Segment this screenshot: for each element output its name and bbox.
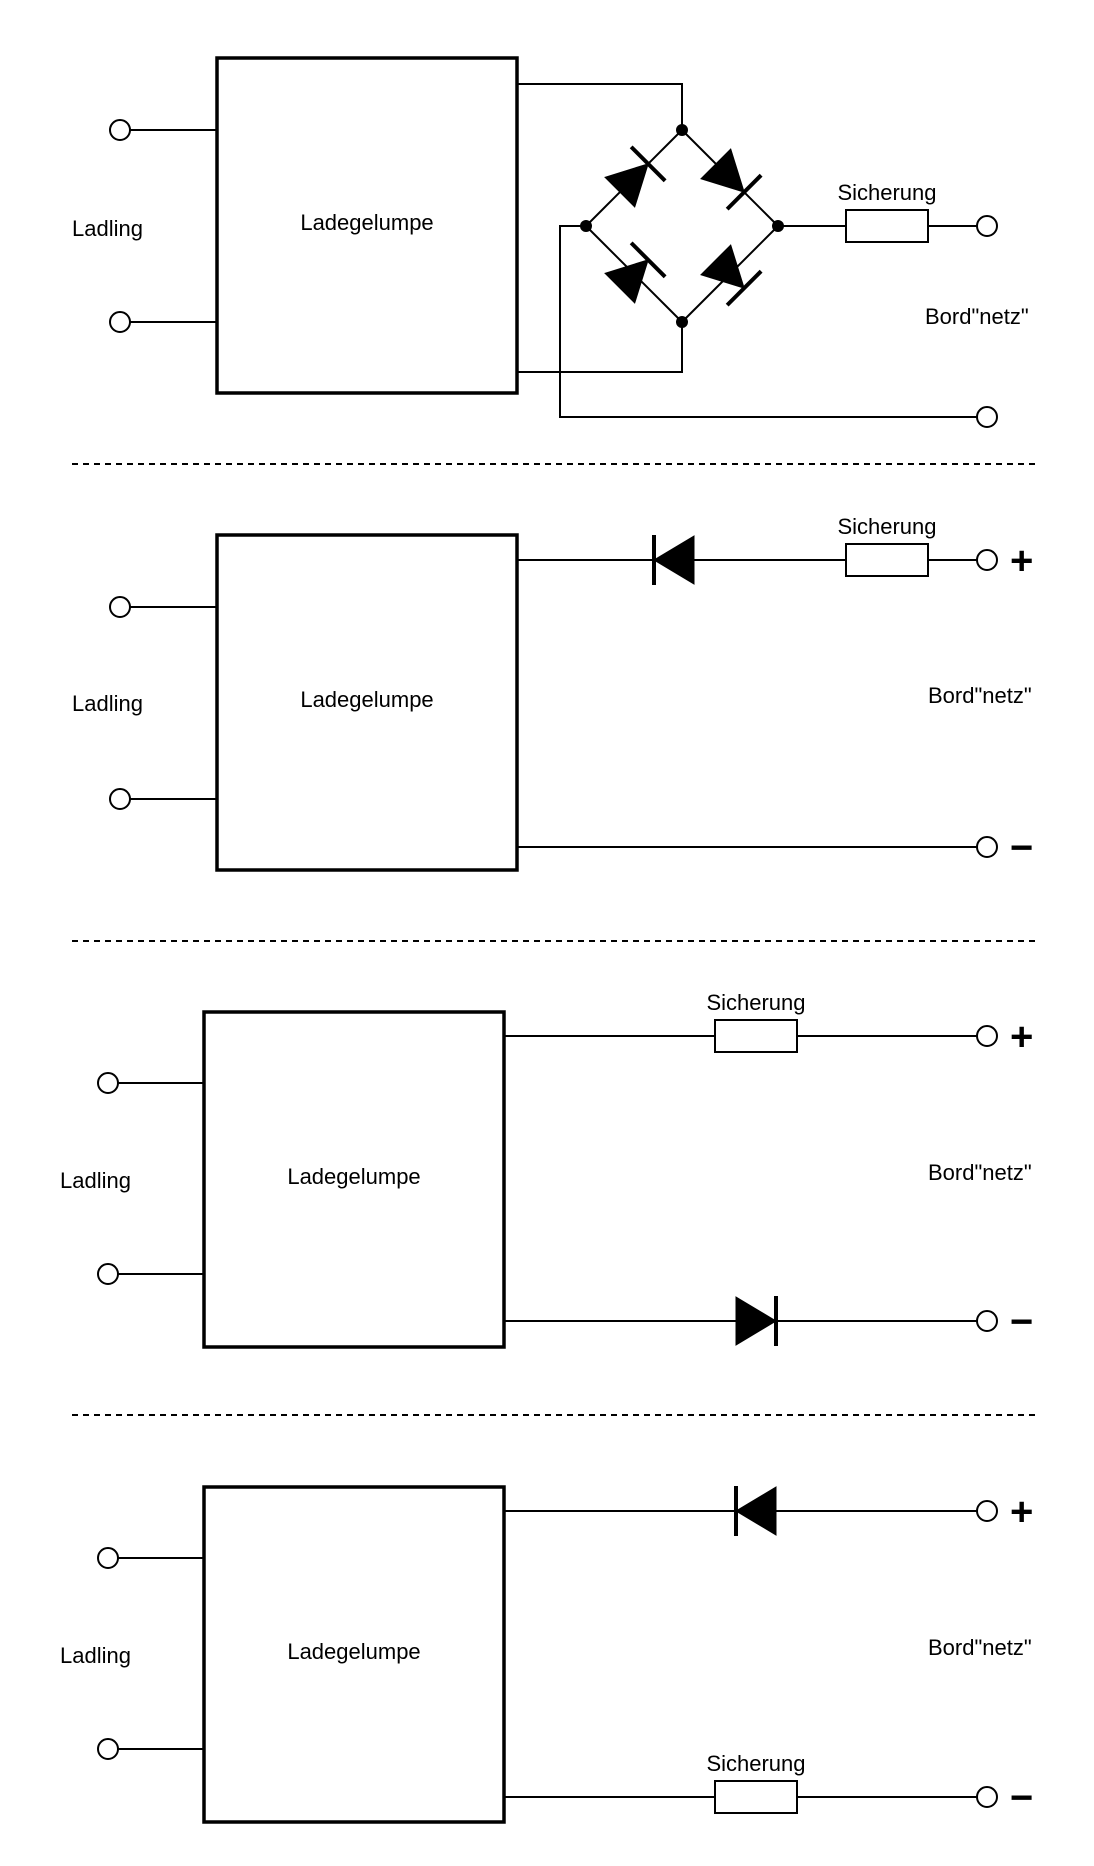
diode-lower-right xyxy=(700,244,763,307)
input-terminal-bottom xyxy=(109,311,131,333)
fuse xyxy=(714,1780,798,1814)
fuse-label: Sicherung xyxy=(706,990,805,1015)
output-terminal-plus xyxy=(976,1500,998,1522)
input-terminal-bottom xyxy=(97,1738,119,1760)
plus-sign: + xyxy=(1010,539,1033,583)
junction-dot-top xyxy=(676,124,688,136)
fuse xyxy=(845,543,929,577)
charger-box xyxy=(202,1485,506,1824)
output-terminal-plus xyxy=(976,215,998,237)
panel-diode-plus: Ladegelumpe Ladling Sicherung + − Bord"n… xyxy=(72,514,1033,872)
charger-box-label: Ladegelumpe xyxy=(300,210,433,235)
panel-diode-minus: Ladegelumpe Ladling Sicherung + − Bord"n… xyxy=(60,990,1033,1349)
input-label: Ladling xyxy=(72,691,143,716)
input-terminal-top xyxy=(109,119,131,141)
input-label: Ladling xyxy=(60,1168,131,1193)
output-label: Bord"netz" xyxy=(925,304,1029,329)
charger-box-label: Ladegelumpe xyxy=(287,1639,420,1664)
panel-diode-plus-fuse-minus: Ladegelumpe Ladling + Sicherung − Bord"n… xyxy=(60,1485,1033,1824)
input-terminal-top xyxy=(97,1072,119,1094)
charger-box xyxy=(202,1010,506,1349)
junction-dot-bottom xyxy=(676,316,688,328)
fuse-label: Sicherung xyxy=(706,1751,805,1776)
input-terminal-bottom xyxy=(97,1263,119,1285)
diode-upper-left xyxy=(604,145,667,208)
bridge-wire-top xyxy=(517,83,683,130)
charger-box xyxy=(215,56,519,395)
output-terminal-minus xyxy=(976,1786,998,1808)
fuse-label: Sicherung xyxy=(837,180,936,205)
charger-box-label: Ladegelumpe xyxy=(300,687,433,712)
fuse xyxy=(714,1019,798,1053)
input-terminal-bottom xyxy=(109,788,131,810)
panel-bridge-rectifier: Ladegelumpe Ladling xyxy=(72,56,1029,428)
output-terminal-plus xyxy=(976,1025,998,1047)
diode-plus-line xyxy=(652,535,695,585)
input-label: Ladling xyxy=(60,1643,131,1668)
minus-sign: − xyxy=(1010,1300,1033,1344)
fuse xyxy=(845,209,929,243)
output-label: Bord"netz" xyxy=(928,1160,1032,1185)
output-terminal-minus xyxy=(976,836,998,858)
diode-plus-line xyxy=(734,1486,777,1536)
input-label: Ladling xyxy=(72,216,143,241)
output-minus-wire xyxy=(559,225,977,418)
output-label: Bord"netz" xyxy=(928,683,1032,708)
minus-sign: − xyxy=(1010,1776,1033,1820)
plus-sign: + xyxy=(1010,1490,1033,1534)
input-terminal-top xyxy=(97,1547,119,1569)
output-terminal-plus xyxy=(976,549,998,571)
output-terminal-minus xyxy=(976,406,998,428)
charger-box xyxy=(215,533,519,872)
fuse-label: Sicherung xyxy=(837,514,936,539)
minus-sign: − xyxy=(1010,826,1033,870)
diode-minus-line xyxy=(735,1296,778,1346)
plus-sign: + xyxy=(1010,1015,1033,1059)
output-label: Bord"netz" xyxy=(928,1635,1032,1660)
diode-lower-left xyxy=(604,241,667,304)
bridge-wire-bottom xyxy=(517,322,683,373)
output-terminal-minus xyxy=(976,1310,998,1332)
diode-upper-right xyxy=(700,148,763,211)
input-terminal-top xyxy=(109,596,131,618)
charger-box-label: Ladegelumpe xyxy=(287,1164,420,1189)
